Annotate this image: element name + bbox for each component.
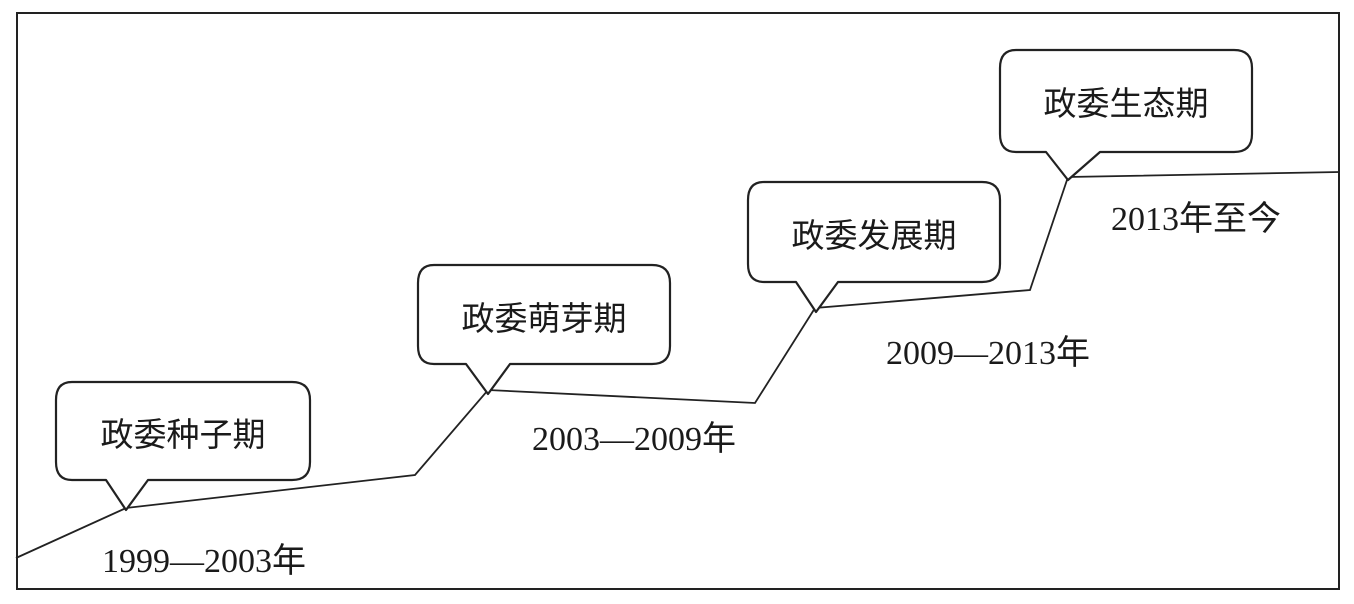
stage-period-development: 2009—2013年 xyxy=(886,334,1090,372)
stage-bubble-development: 政委发展期 xyxy=(746,180,1002,314)
stage-period-ecosystem: 2013年至今 xyxy=(1111,200,1281,238)
stage-period-seed: 1999—2003年 xyxy=(102,542,306,580)
diagram-frame xyxy=(16,12,1340,590)
stage-bubble-seed-shape xyxy=(54,380,312,512)
stage-bubble-ecosystem: 政委生态期 xyxy=(998,48,1254,182)
stage-name-development: 政委发展期 xyxy=(792,216,957,255)
stage-name-seed: 政委种子期 xyxy=(101,415,266,454)
stage-name-sprout: 政委萌芽期 xyxy=(462,299,627,338)
stage-bubble-ecosystem-shape xyxy=(998,48,1254,182)
stage-bubble-seed: 政委种子期 xyxy=(54,380,312,512)
stage-bubble-sprout: 政委萌芽期 xyxy=(416,263,672,396)
stage-bubble-sprout-shape xyxy=(416,263,672,396)
stage-bubble-development-shape xyxy=(746,180,1002,314)
stage-name-ecosystem: 政委生态期 xyxy=(1044,84,1209,123)
timeline-line xyxy=(15,171,1341,559)
stage-period-sprout: 2003—2009年 xyxy=(532,420,736,458)
